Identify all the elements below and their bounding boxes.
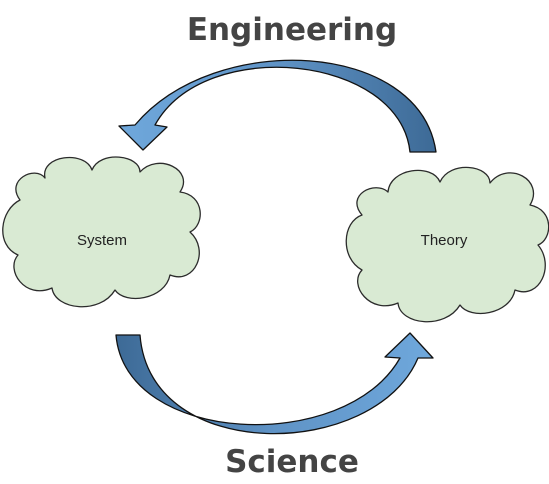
theory-cloud [345, 166, 549, 323]
theory-label: Theory [421, 232, 468, 249]
science-arrow [115, 332, 434, 435]
science-label: Science [225, 444, 359, 480]
system-label: System [77, 232, 127, 249]
engineering-label: Engineering [187, 12, 397, 48]
system-cloud [2, 156, 201, 308]
engineering-arrow [118, 59, 437, 153]
